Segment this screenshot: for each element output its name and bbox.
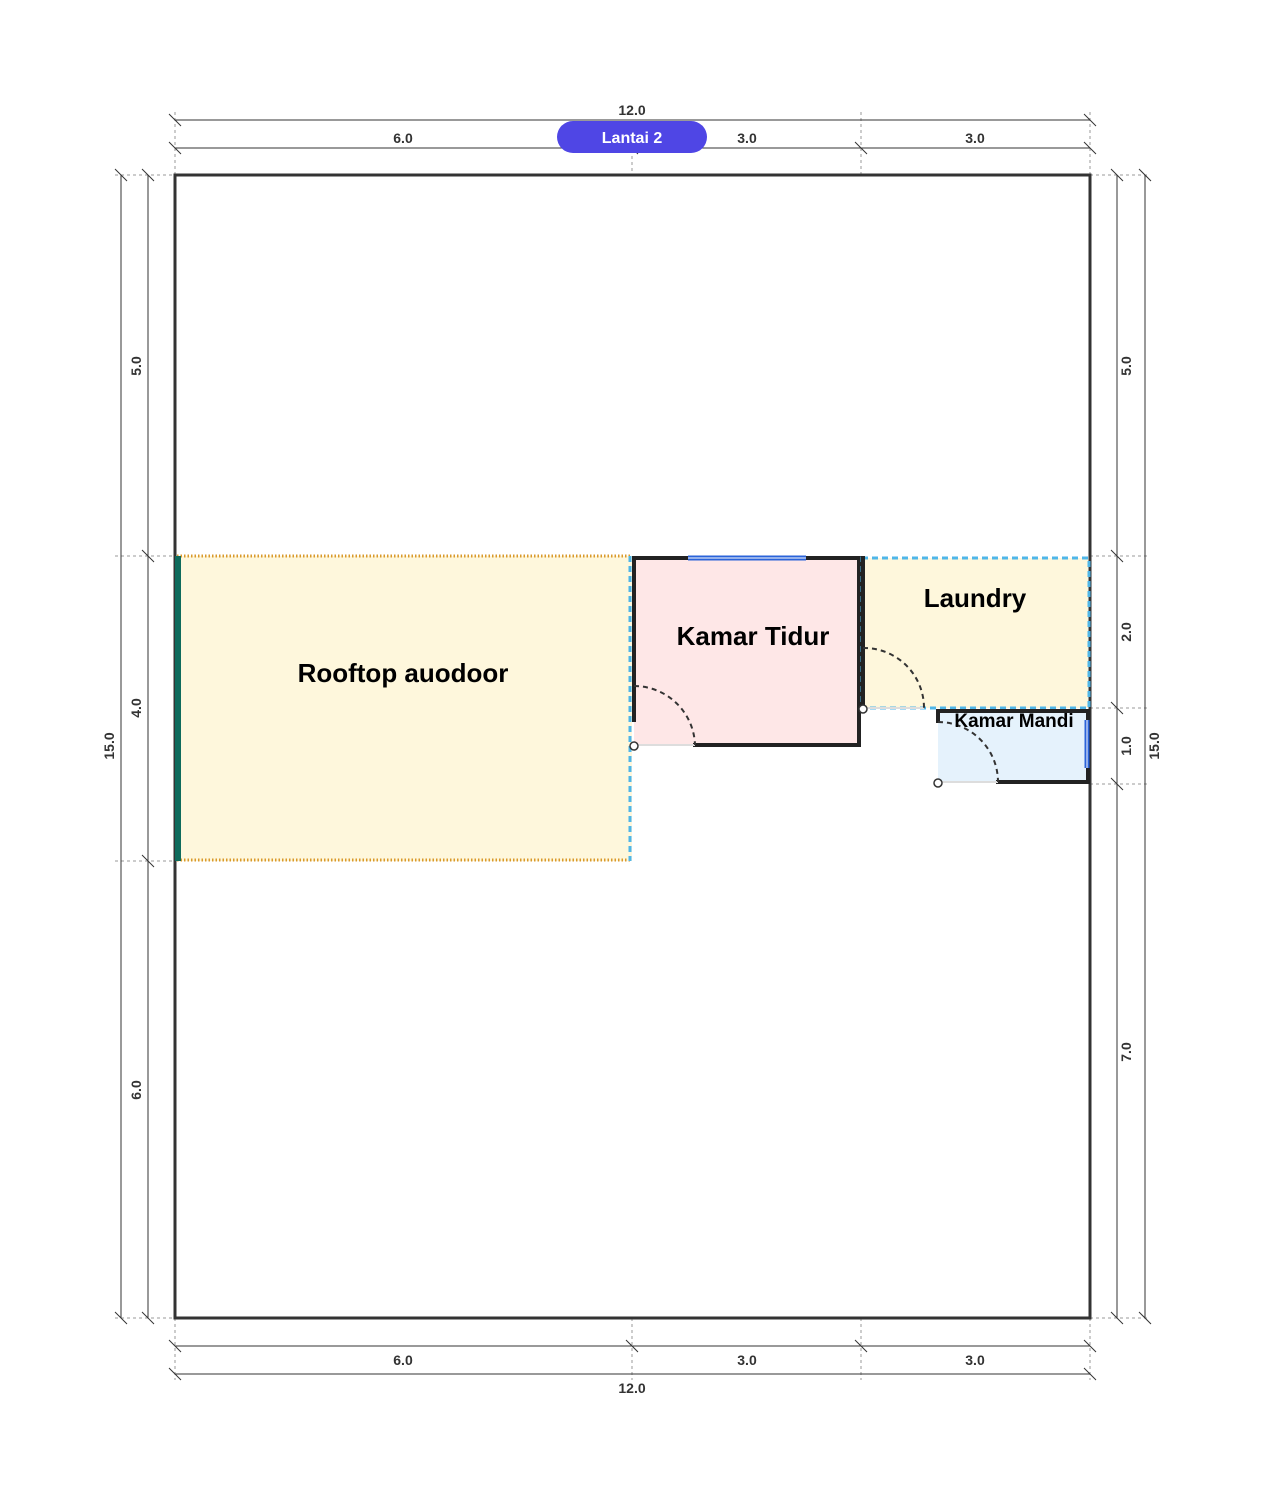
left-dimension-segments: 5.0 4.0 6.0 [128, 168, 155, 1325]
bottom-dimension-total: 12.0 [168, 1367, 1097, 1396]
dimension-label: 2.0 [1118, 622, 1134, 642]
dimension-label: 3.0 [737, 1352, 757, 1368]
bottom-dimension-segments: 6.0 3.0 3.0 [168, 1339, 1097, 1368]
dimension-label: 15.0 [101, 732, 117, 759]
room-label-bathroom: Kamar Mandi [954, 711, 1073, 732]
laundry-door-swing [862, 646, 925, 709]
dimension-label: 15.0 [1146, 732, 1162, 759]
dimension-label: 7.0 [1118, 1042, 1134, 1062]
dimension-label: 3.0 [965, 130, 985, 146]
right-dimension-segments: 5.0 2.0 1.0 7.0 [1110, 168, 1134, 1325]
room-bedroom[interactable]: Kamar Tidur [629, 555, 861, 751]
bedroom-walls [632, 556, 861, 747]
bedroom-door-swing [633, 685, 696, 746]
bedroom-door-hinge [629, 741, 639, 751]
laundry-area [862, 558, 1088, 708]
top-dimension-total: 12.0 [168, 102, 1097, 127]
room-label-bedroom: Kamar Tidur [677, 621, 830, 651]
room-laundry[interactable]: Laundry [858, 556, 1091, 714]
dimension-label: 6.0 [393, 130, 413, 146]
dimension-label: 1.0 [1118, 736, 1134, 756]
dimension-label: 4.0 [128, 698, 144, 718]
floor-badge[interactable]: Lantai 2 [557, 121, 707, 153]
room-label-laundry: Laundry [924, 583, 1027, 613]
dimension-label: 12.0 [618, 1380, 645, 1396]
extension-lines [115, 112, 1150, 1380]
rooftop-area [177, 556, 632, 861]
dimension-label: 6.0 [128, 1080, 144, 1100]
bathroom-walls [936, 709, 1090, 784]
bathroom-door-hinge [933, 778, 943, 788]
dimension-label: 5.0 [1118, 356, 1134, 376]
room-rooftop[interactable]: Rooftop auodoor [175, 554, 632, 862]
floor-badge-pill[interactable] [557, 121, 707, 153]
dimension-label: 5.0 [128, 356, 144, 376]
laundry-open-edge [860, 556, 1091, 710]
bathroom-area [938, 711, 1088, 782]
laundry-door-hinge [858, 704, 868, 714]
bathroom-door-swing [937, 721, 999, 783]
dimension-label: 3.0 [965, 1352, 985, 1368]
dimension-label: 12.0 [618, 102, 645, 118]
room-label-rooftop: Rooftop auodoor [298, 658, 509, 688]
dimension-label: 3.0 [737, 130, 757, 146]
bedroom-area [634, 558, 859, 745]
right-dimension-total: 15.0 [1138, 168, 1162, 1325]
left-dimension-total: 15.0 [101, 168, 128, 1325]
floor-badge-label: Lantai 2 [602, 130, 663, 147]
room-bathroom[interactable]: Kamar Mandi [933, 709, 1090, 788]
dimension-label: 6.0 [393, 1352, 413, 1368]
